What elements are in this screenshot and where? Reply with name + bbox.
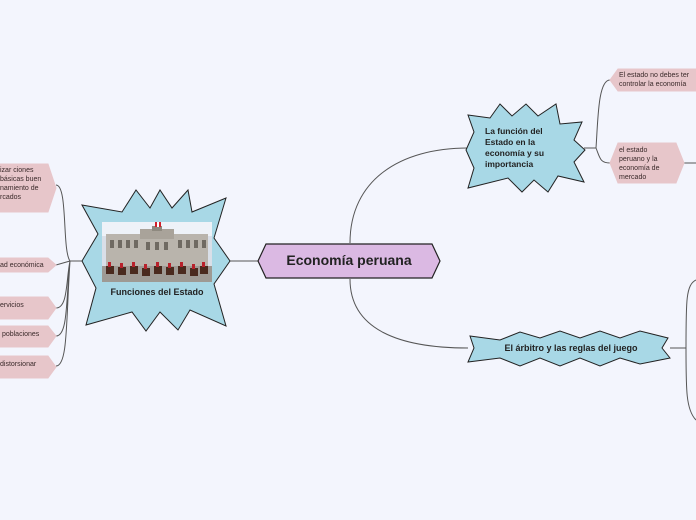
right-subtopic-1-shape[interactable] (609, 68, 696, 92)
left-subtopic-2-label: ad económica (0, 262, 44, 269)
left-subtopic-4-label: poblaciones (0, 331, 40, 338)
right-subtopic-2-label: el estado peruano y la economía de merca… (619, 147, 660, 181)
left-subtopic-2-shape[interactable] (0, 257, 57, 273)
connector-right-subtopics (595, 79, 611, 164)
left-subtopic-4-shape[interactable] (0, 325, 57, 348)
connector-lines (55, 79, 696, 421)
funciones-node-label: Funciones del Estado (110, 287, 204, 297)
right-subtopic-2-shape[interactable] (609, 142, 685, 184)
connector-left-subtopics (55, 184, 71, 367)
left-subtopic-5-shape[interactable] (0, 355, 57, 379)
palace-photo-image (102, 222, 212, 282)
left-subtopic-1-label: izar ciones básicas buen namiento de rca… (0, 167, 42, 201)
funcion-estado-node-label: La función del Estado en la economía y s… (485, 126, 545, 169)
left-subtopic-3-label: ervicios (0, 302, 24, 309)
left-subtopic-3-shape[interactable] (0, 296, 57, 320)
right-subtopic-1-label: El estado no debes ter controlar la econ… (619, 72, 690, 88)
funcion-estado-node-shape[interactable] (465, 103, 586, 193)
arbitro-node-label: El árbitro y las reglas del juego (504, 343, 638, 353)
left-subtopic-1-shape[interactable] (0, 163, 57, 213)
central-node-shape[interactable] (257, 243, 441, 279)
connector-central-funcion-estado (349, 147, 469, 244)
connector-central-arbitro (349, 278, 469, 349)
left-subtopic-shapes (0, 163, 57, 379)
left-subtopic-5-label: distorsionar (0, 361, 37, 368)
central-node-label: Economía peruana (286, 252, 412, 268)
right-subtopic-shapes (609, 68, 696, 184)
arbitro-node-shape[interactable] (467, 330, 671, 367)
connector-arbitro-sub (670, 279, 696, 421)
